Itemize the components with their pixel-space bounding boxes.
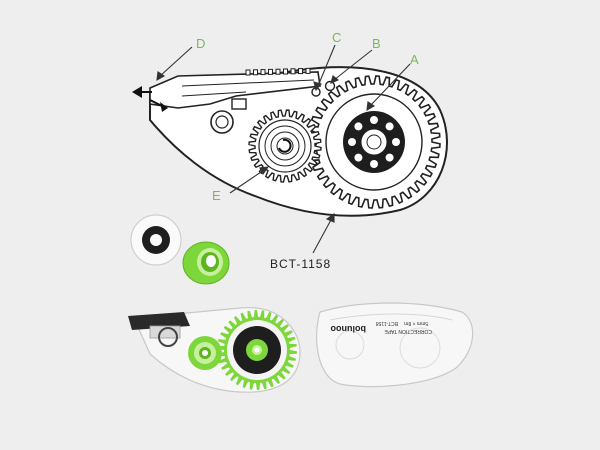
rack-tooth	[260, 69, 266, 76]
label-c: C	[332, 30, 341, 45]
green-spool	[182, 241, 230, 285]
tape-direction-arrow-icon	[132, 86, 142, 98]
hub-hole	[370, 160, 378, 168]
dispenser-small-spool	[188, 336, 222, 370]
hub-hole	[354, 153, 363, 162]
rack-tooth	[275, 68, 281, 75]
dispenser-tip	[128, 312, 190, 330]
small-gear-e	[248, 109, 322, 183]
leader-lines	[156, 44, 411, 254]
schematic-drawing: D C B A E BCT-1158	[132, 30, 448, 271]
hub-hole	[392, 138, 400, 146]
rack-tooth	[290, 68, 296, 75]
dispenser-large-gear	[217, 310, 297, 390]
large-gear-a	[307, 75, 441, 209]
rack-tooth	[245, 69, 251, 76]
hub-hole	[370, 116, 378, 124]
product-tape-text: CORRECTION TAPE	[384, 328, 432, 334]
guide-pin-b	[324, 80, 336, 92]
cover-shell	[316, 302, 474, 388]
hub-hole	[348, 138, 356, 146]
dispenser-open-view	[128, 307, 301, 393]
label-b: B	[372, 36, 381, 51]
rack-tooth	[298, 68, 303, 75]
tape-roll	[130, 214, 182, 266]
dispenser-cover: bolunoo CORRECTION TAPE 5mm × 8m BCT-115…	[316, 302, 474, 388]
spare-parts	[130, 214, 230, 285]
tip-rack-teeth	[245, 67, 311, 76]
hub-hole	[385, 122, 394, 131]
hub-hole	[385, 153, 394, 162]
rack-tooth	[268, 68, 273, 75]
product-size-text: 5mm × 8m	[404, 320, 428, 326]
rack-tooth	[305, 67, 311, 74]
rack-tooth	[253, 69, 258, 76]
hub-hole	[354, 122, 363, 131]
brand-logo: bolunoo	[330, 324, 366, 334]
label-a: A	[410, 52, 419, 67]
label-e: E	[212, 188, 221, 203]
label-model: BCT-1158	[270, 257, 331, 271]
rack-tooth	[283, 68, 288, 75]
label-d: D	[196, 36, 205, 51]
product-model-text: BCT-1158	[376, 320, 398, 326]
